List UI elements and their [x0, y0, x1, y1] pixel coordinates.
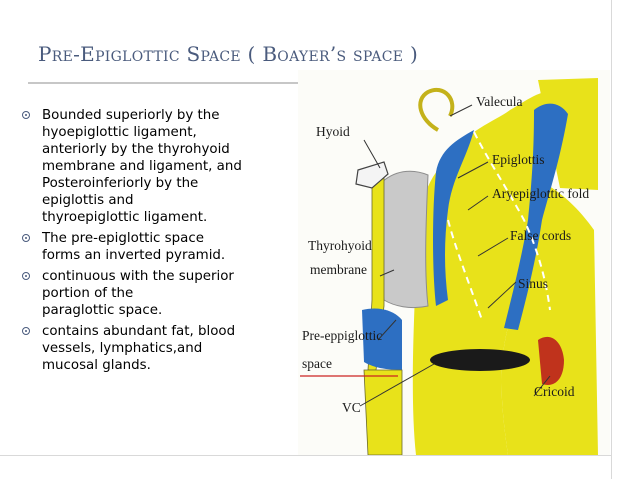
leader-epiglottis	[457, 161, 489, 179]
bullet-text: continuous with the superior portion of …	[42, 269, 234, 318]
vocal-cord-lumen	[430, 349, 530, 371]
label-membrane: membrane	[310, 262, 367, 277]
posterior-blue-band	[504, 103, 568, 330]
leader-cricoid	[533, 375, 551, 397]
label-aryepiglottic-fold: Aryepiglottic fold	[492, 186, 590, 201]
bullet-text: Bounded superiorly by the hyoepiglottic …	[42, 108, 242, 225]
label-false-cords: False cords	[510, 228, 572, 243]
hyoid-bone	[355, 161, 389, 189]
leader-pre-epiglottic	[377, 319, 397, 341]
label-valecula: Valecula	[476, 94, 523, 109]
leader-aryepiglottic	[467, 195, 489, 211]
label-epiglottis: Epiglottis	[492, 152, 545, 167]
label-cricoid: Cricoid	[534, 384, 575, 399]
label-pre-eppiglottic: Pre-eppiglottic	[302, 328, 383, 343]
larynx-diagram: Valecula Hyoid Epiglottis Aryepiglottic …	[298, 70, 610, 455]
lower-anterior-wall	[363, 369, 403, 455]
frame-line-right	[611, 0, 612, 479]
leader-valecula	[449, 104, 473, 117]
label-vc: VC	[342, 400, 361, 415]
label-hyoid: Hyoid	[316, 124, 350, 139]
cricoid-red	[538, 336, 564, 385]
leader-sinus	[487, 281, 517, 309]
leader-thyrohyoid	[379, 269, 395, 277]
valecula-loop	[418, 88, 455, 132]
label-space: space	[302, 356, 332, 371]
posterior-wall	[501, 180, 598, 455]
bullet-marker-icon	[22, 327, 30, 335]
bullet-marker-icon	[22, 111, 30, 119]
bullet-list: Bounded superiorly by the hyoepiglottic …	[22, 107, 292, 378]
slide-title: Pre-Epiglottic Space ( Boayer’s space )	[38, 42, 419, 66]
bullet-item: The pre-epiglottic space forms an invert…	[22, 230, 292, 264]
bullet-text: contains abundant fat, blood vessels, ly…	[42, 324, 236, 373]
epiglottis-blue	[433, 130, 474, 306]
bullet-item: Bounded superiorly by the hyoepiglottic …	[22, 107, 292, 226]
label-sinus: Sinus	[518, 276, 549, 291]
larynx-illustration	[300, 78, 598, 455]
bullet-item: contains abundant fat, blood vessels, ly…	[22, 323, 292, 374]
leader-hyoid	[363, 139, 381, 169]
label-thyrohyoid: Thyrohyoid	[308, 238, 372, 253]
frame-line-bottom	[0, 455, 611, 456]
bullet-marker-icon	[22, 272, 30, 280]
bullet-text: The pre-epiglottic space forms an invert…	[42, 231, 226, 263]
bullet-item: continuous with the superior portion of …	[22, 268, 292, 319]
bullet-marker-icon	[22, 234, 30, 242]
aryepiglottic-dashed-line	[473, 131, 551, 311]
sinus-dashed-line	[447, 219, 483, 321]
pre-epiglottic-space	[378, 170, 429, 309]
leader-false-cords	[477, 237, 509, 257]
leader-vc	[359, 363, 435, 407]
